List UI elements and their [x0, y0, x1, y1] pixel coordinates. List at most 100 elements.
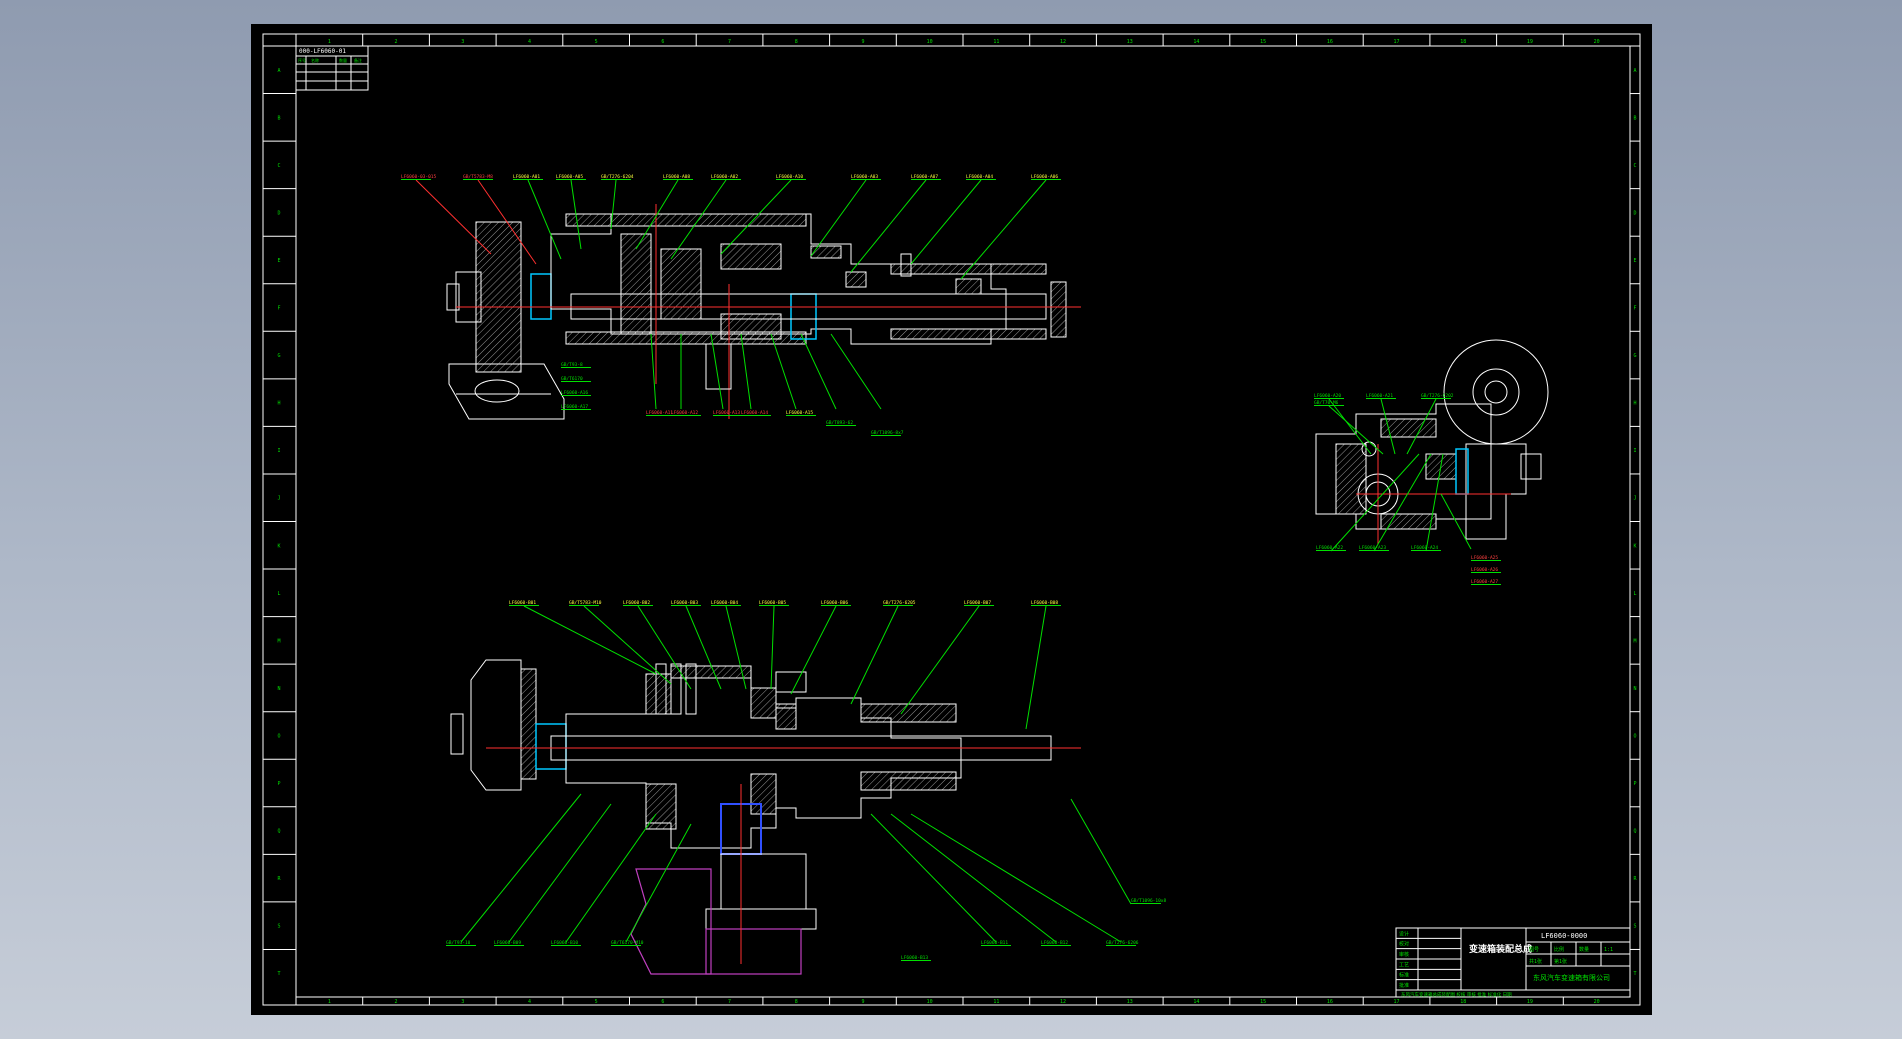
top-left-label-1: GB/T6170	[561, 376, 583, 382]
zone-row-left: K	[277, 543, 280, 549]
zone-col-bottom: 1	[328, 999, 331, 1005]
bottom-top-label-9: LF6060-B08	[1031, 600, 1058, 606]
zone-col-top: 16	[1327, 39, 1333, 45]
zone-col-bottom: 15	[1260, 999, 1266, 1005]
top-label-0: LF6060-03-015	[401, 174, 437, 180]
zone-col-bottom: 17	[1394, 999, 1400, 1005]
zone-row-left: E	[277, 258, 280, 264]
zone-row-left: Q	[277, 829, 280, 835]
zone-row-right: T	[1633, 971, 1636, 977]
zone-row-right: D	[1633, 210, 1636, 216]
zone-col-bottom: 13	[1127, 999, 1133, 1005]
zone-col-top: 14	[1193, 39, 1199, 45]
side-label-6: LF6060-A24	[1411, 545, 1438, 551]
zone-col-top: 13	[1127, 39, 1133, 45]
zone-row-left: M	[277, 638, 280, 644]
top-label-3: LF6060-A05	[556, 174, 583, 180]
zone-col-top: 7	[728, 39, 731, 45]
zone-row-right: A	[1633, 68, 1636, 74]
zone-col-top: 15	[1260, 39, 1266, 45]
drawing-title: 变速箱装配总成	[1469, 943, 1532, 955]
zone-col-bottom: 19	[1527, 999, 1533, 1005]
zone-row-right: R	[1633, 876, 1637, 882]
top-left-label-2: LF6060-A16	[561, 390, 588, 396]
top-gear-2	[660, 248, 702, 320]
tb-cell-3: 共1张	[1529, 958, 1542, 965]
bottom-top-label-3: LF6060-B03	[671, 600, 698, 606]
zone-col-top: 19	[1527, 39, 1533, 45]
bottom-magenta-label: LF6060-B13	[901, 955, 928, 961]
tb-row-label-2: 审核	[1399, 951, 1409, 958]
cad-drawing: 1122334455667788991010111112121313141415…	[262, 33, 1641, 1006]
top-label-4: GB/T276-6204	[601, 174, 634, 180]
zone-row-left: S	[277, 924, 280, 930]
bottom-top-label-7: GB/T276-6205	[883, 600, 916, 606]
side-label-1: GB/T70-M6	[1314, 400, 1339, 406]
zone-col-top: 11	[993, 39, 999, 45]
zone-col-bottom: 6	[661, 999, 664, 1005]
bottom-top-label-2: LF6060-B02	[623, 600, 650, 606]
zone-row-left: C	[277, 163, 280, 169]
bottom-right-label: GB/T1096-10x8	[1131, 898, 1167, 904]
top-left-label-0: GB/T93-8	[561, 362, 583, 368]
top-bottom-label-3: LF6060-A14	[741, 410, 768, 416]
zone-col-bottom: 14	[1193, 999, 1199, 1005]
bottom-label-3: GB/T6170-M10	[611, 940, 644, 946]
tb-cell-0: 图号	[1529, 947, 1539, 953]
zone-col-top: 10	[927, 39, 933, 45]
bottom-top-label-6: LF6060-B06	[821, 600, 848, 606]
zone-col-bottom: 11	[993, 999, 999, 1005]
zone-col-bottom: 18	[1460, 999, 1466, 1005]
tb-row-label-4: 标准	[1399, 972, 1409, 979]
zone-row-left: A	[277, 68, 280, 74]
zone-row-left: G	[277, 353, 280, 359]
top-bottom-label-5: GB/T893-62	[826, 420, 853, 426]
corner-table-code: 000-LF6060-01	[299, 48, 346, 55]
tb-row-label-3: 工艺	[1399, 962, 1409, 968]
top-bottom-label-1: LF6060-A12	[671, 410, 698, 416]
zone-col-top: 17	[1394, 39, 1400, 45]
corner-header-3: 备注	[354, 57, 362, 63]
side-red-label-1: LF6060-A26	[1471, 567, 1498, 573]
zone-row-right: I	[1633, 448, 1636, 454]
zone-row-right: K	[1633, 543, 1636, 549]
bottom-top-label-4: LF6060-B04	[711, 600, 738, 606]
zone-row-right: B	[1633, 115, 1636, 121]
zone-row-right: E	[1633, 258, 1636, 264]
top-flange	[475, 221, 522, 373]
tb-row-label-5: 批准	[1399, 982, 1409, 989]
drawing-frame: 1122334455667788991010111112121313141415…	[262, 33, 1641, 1006]
zone-row-right: O	[1633, 733, 1636, 739]
zone-row-left: I	[277, 448, 280, 454]
zone-col-top: 6	[661, 39, 664, 45]
zone-row-left: J	[277, 496, 280, 502]
zone-col-bottom: 2	[395, 999, 398, 1005]
tb-cell-1: 比例	[1554, 946, 1564, 953]
zone-row-right: H	[1633, 401, 1636, 407]
tb-row-label-0: 设计	[1399, 930, 1409, 937]
zone-row-right: M	[1633, 638, 1636, 644]
bottom-bracket	[630, 868, 712, 975]
top-label-7: LF6060-A10	[776, 174, 803, 180]
zone-col-top: 12	[1060, 39, 1066, 45]
zone-row-right: N	[1633, 686, 1636, 692]
bottom-label-5: LF6060-B12	[1041, 940, 1068, 946]
tb-cell-5: 1:1	[1604, 947, 1613, 953]
side-label-2: LF6060-A21	[1366, 393, 1393, 399]
top-label-11: LF6060-A06	[1031, 174, 1058, 180]
footer-note: 东风汽车变速箱总成装配图 校核 审核 批准 标准化 日期	[1401, 991, 1512, 998]
zone-col-top: 9	[861, 39, 864, 45]
top-label-6: LF6060-A02	[711, 174, 738, 180]
bottom-label-0: GB/T93-10	[446, 940, 471, 946]
top-bottom-label-2: LF6060-A13	[713, 410, 740, 416]
top-label-10: LF6060-A04	[966, 174, 993, 180]
zone-col-top: 2	[395, 39, 398, 45]
zone-row-right: Q	[1633, 829, 1636, 835]
zone-row-right: C	[1633, 163, 1636, 169]
zone-row-left: H	[277, 401, 280, 407]
